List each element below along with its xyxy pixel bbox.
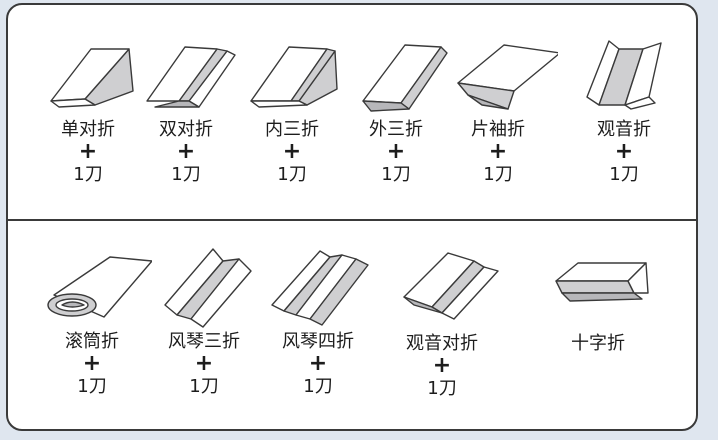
fold-label: 滚筒折 [65, 331, 119, 352]
fold-item-outer-tri: 外三折 + 1刀 [326, 39, 466, 187]
plus-sign: + [488, 139, 508, 164]
fold-label: 观音折 [597, 119, 651, 140]
fold-label: 风琴四折 [282, 331, 354, 352]
fold-item-sleeve: 片袖折 + 1刀 [428, 39, 568, 187]
fold-label: 内三折 [265, 119, 319, 140]
row-divider [8, 219, 696, 221]
fold-item-gate: 观音折 + 1刀 [554, 39, 694, 187]
inner-tri-fold-icon [250, 46, 338, 108]
plus-sign: + [78, 139, 98, 164]
plus-sign: + [282, 139, 302, 164]
fold-label: 观音对折 [406, 333, 478, 354]
cut-count: 1刀 [77, 376, 107, 397]
fold-label: 单对折 [61, 119, 115, 140]
fold-label: 风琴三折 [168, 331, 240, 352]
fold-item-single: 单对折 + 1刀 [18, 39, 158, 187]
cut-count: 1刀 [483, 164, 513, 185]
plus-sign: + [614, 139, 634, 164]
fold-item-cross: 十字折 [528, 253, 668, 355]
double-fold-icon [146, 46, 236, 108]
fold-item-double: 双对折 + 1刀 [116, 39, 256, 187]
plus-sign: + [194, 351, 214, 376]
single-fold-icon [50, 48, 134, 108]
fold-types-panel: 单对折 + 1刀 双对折 + 1刀 内三折 + 1刀 外三折 + [6, 3, 698, 431]
fold-label: 十字折 [571, 333, 625, 354]
plus-sign: + [432, 353, 452, 378]
cut-count: 1刀 [427, 378, 457, 399]
fold-label: 外三折 [369, 119, 423, 140]
fold-item-accordion-four: 风琴四折 + 1刀 [248, 245, 388, 399]
cut-count: 1刀 [189, 376, 219, 397]
outer-tri-fold-icon [362, 44, 448, 112]
accordion-four-fold-icon [271, 250, 369, 326]
fold-item-double-gate: 观音对折 + 1刀 [372, 247, 512, 401]
cross-fold-icon [555, 262, 649, 302]
fold-label: 片袖折 [471, 119, 525, 140]
cut-count: 1刀 [171, 164, 201, 185]
cut-count: 1刀 [303, 376, 333, 397]
cut-count: 1刀 [381, 164, 411, 185]
plus-sign: + [176, 139, 196, 164]
accordion-three-fold-icon [164, 248, 252, 328]
gate-fold-icon [586, 40, 662, 110]
plus-sign: + [386, 139, 406, 164]
double-gate-fold-icon [403, 252, 499, 320]
roll-fold-icon [47, 256, 152, 318]
fold-label: 双对折 [159, 119, 213, 140]
cut-count: 1刀 [277, 164, 307, 185]
plus-sign: + [308, 351, 328, 376]
fold-item-inner-tri: 内三折 + 1刀 [222, 39, 362, 187]
cut-count: 1刀 [73, 164, 103, 185]
fold-item-roll: 滚筒折 + 1刀 [22, 251, 162, 399]
sleeve-fold-icon [457, 44, 558, 110]
cut-count: 1刀 [609, 164, 639, 185]
fold-item-accordion-three: 风琴三折 + 1刀 [134, 245, 274, 399]
plus-sign: + [82, 351, 102, 376]
